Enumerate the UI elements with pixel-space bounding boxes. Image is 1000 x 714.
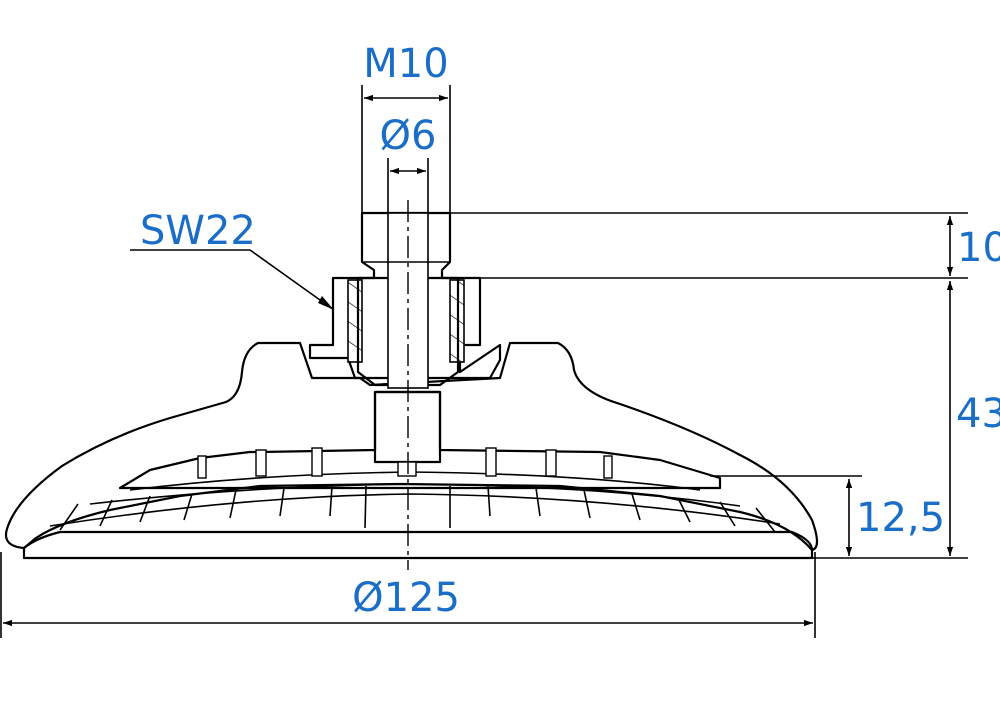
- wrench-label: SW22: [140, 208, 256, 254]
- rubber-body: [4, 341, 819, 552]
- nut-height-label: 10: [957, 225, 1000, 271]
- dim-diameter: Ø125: [0, 552, 816, 638]
- dim-bore: Ø6: [380, 113, 437, 213]
- thread-label: M10: [363, 41, 448, 87]
- skirt-height-label: 12,5: [856, 495, 945, 541]
- support-stem: [373, 390, 442, 464]
- bore-label: Ø6: [380, 113, 437, 159]
- total-height-label: 43: [956, 391, 1000, 437]
- diameter-label: Ø125: [352, 575, 460, 621]
- dim-heights: 10 43 12,5: [450, 212, 1000, 559]
- dim-thread: M10: [361, 41, 451, 213]
- suction-grid: [22, 447, 814, 560]
- dim-wrench: SW22: [130, 208, 335, 311]
